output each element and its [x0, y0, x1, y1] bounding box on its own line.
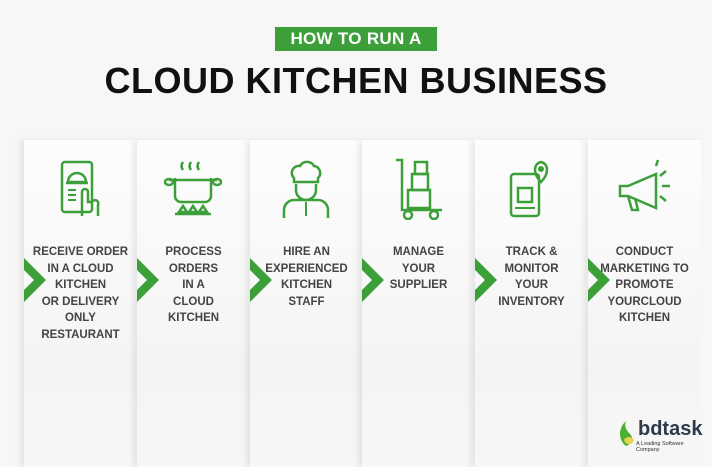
step-label-line: IN A CLOUD: [47, 262, 114, 275]
step-label: PROCESS ORDERS IN A CLOUD KITCHEN: [137, 244, 250, 327]
step-panel: HIRE AN EXPERIENCED KITCHEN STAFF: [250, 140, 363, 467]
step-label-line: ONLY: [65, 312, 96, 325]
step-label-line: KITCHEN: [54, 279, 107, 292]
step-label-line: CONDUCT: [615, 246, 674, 258]
step-panel: RECEIVE ORDER IN A CLOUD KITCHEN OR DELIVER…: [24, 140, 137, 467]
step-label-line: EXPERIENCED: [265, 262, 348, 275]
chevron-right-icon: [362, 258, 384, 302]
step-panel: MANAGE YOUR SUPPLIER: [362, 140, 475, 467]
megaphone-icon: [618, 159, 670, 212]
step-panel: CONDUCT MARKETING TO PROMOTE YOURCLOUD KITCH…: [588, 140, 701, 467]
chef-icon: [282, 160, 330, 218]
step-label: MANAGE YOUR SUPPLIER: [362, 244, 475, 294]
step-label-line: ORDERS: [168, 262, 219, 275]
phone-location-icon: [509, 160, 549, 218]
step-label-line: MARKETING TO: [600, 262, 689, 275]
step-label-line: KITCHEN: [167, 312, 220, 325]
hand-truck-boxes-icon: [396, 158, 442, 220]
step-label-line: PROMOTE: [615, 279, 674, 292]
step-label-line: MONITOR: [504, 262, 559, 275]
step-label-line: TRACK &: [505, 246, 558, 258]
chevron-right-icon: [137, 258, 159, 302]
chevron-right-icon: [24, 258, 46, 302]
step-label: TRACK & MONITOR YOUR INVENTORY: [475, 244, 588, 310]
step-label-line: RESTAURANT: [41, 328, 120, 341]
step-label-line: YOUR: [401, 262, 436, 275]
smartphone-order-icon: [60, 160, 100, 216]
step-label-line: KITCHEN: [618, 312, 671, 325]
bdtask-logo: bdtask A Leading Software Company: [618, 418, 708, 453]
chevron-right-icon: [475, 258, 497, 302]
step-label-line: CLOUD: [173, 295, 214, 308]
step-label: CONDUCT MARKETING TO PROMOTE YOURCLOUD KITCH…: [588, 244, 701, 327]
step-label-line: YOURCLOUD: [607, 295, 682, 308]
step-label-line: OR DELIVERY: [41, 295, 120, 308]
step-label-line: YOUR: [514, 279, 549, 292]
step-label: HIRE AN EXPERIENCED KITCHEN STAFF: [250, 244, 363, 310]
step-label-line: STAFF: [288, 295, 325, 308]
step-label-line: HIRE AN: [283, 246, 330, 258]
step-label-line: KITCHEN: [280, 279, 333, 292]
step-label-line: MANAGE: [392, 246, 445, 258]
step-label-line: SUPPLIER: [389, 279, 448, 292]
step-label: RECEIVE ORDER IN A CLOUD KITCHEN OR DELIVER…: [24, 244, 137, 344]
cooking-pot-icon: [163, 161, 223, 216]
subtitle-banner: HOW TO RUN A: [275, 27, 437, 51]
leaf-logo-icon: [620, 421, 634, 446]
chevron-right-icon: [250, 258, 272, 302]
step-label-line: INVENTORY: [498, 295, 565, 308]
step-label-line: PROCESS: [165, 246, 222, 258]
step-label-line: IN A: [182, 279, 205, 292]
step-label-line: RECEIVE ORDER: [32, 246, 129, 258]
page-title: CLOUD KITCHEN BUSINESS: [104, 60, 608, 101]
step-panel: PROCESS ORDERS IN A CLOUD KITCHEN: [137, 140, 250, 467]
step-panel: TRACK & MONITOR YOUR INVENTORY: [475, 140, 588, 467]
chevron-right-icon: [588, 258, 610, 302]
